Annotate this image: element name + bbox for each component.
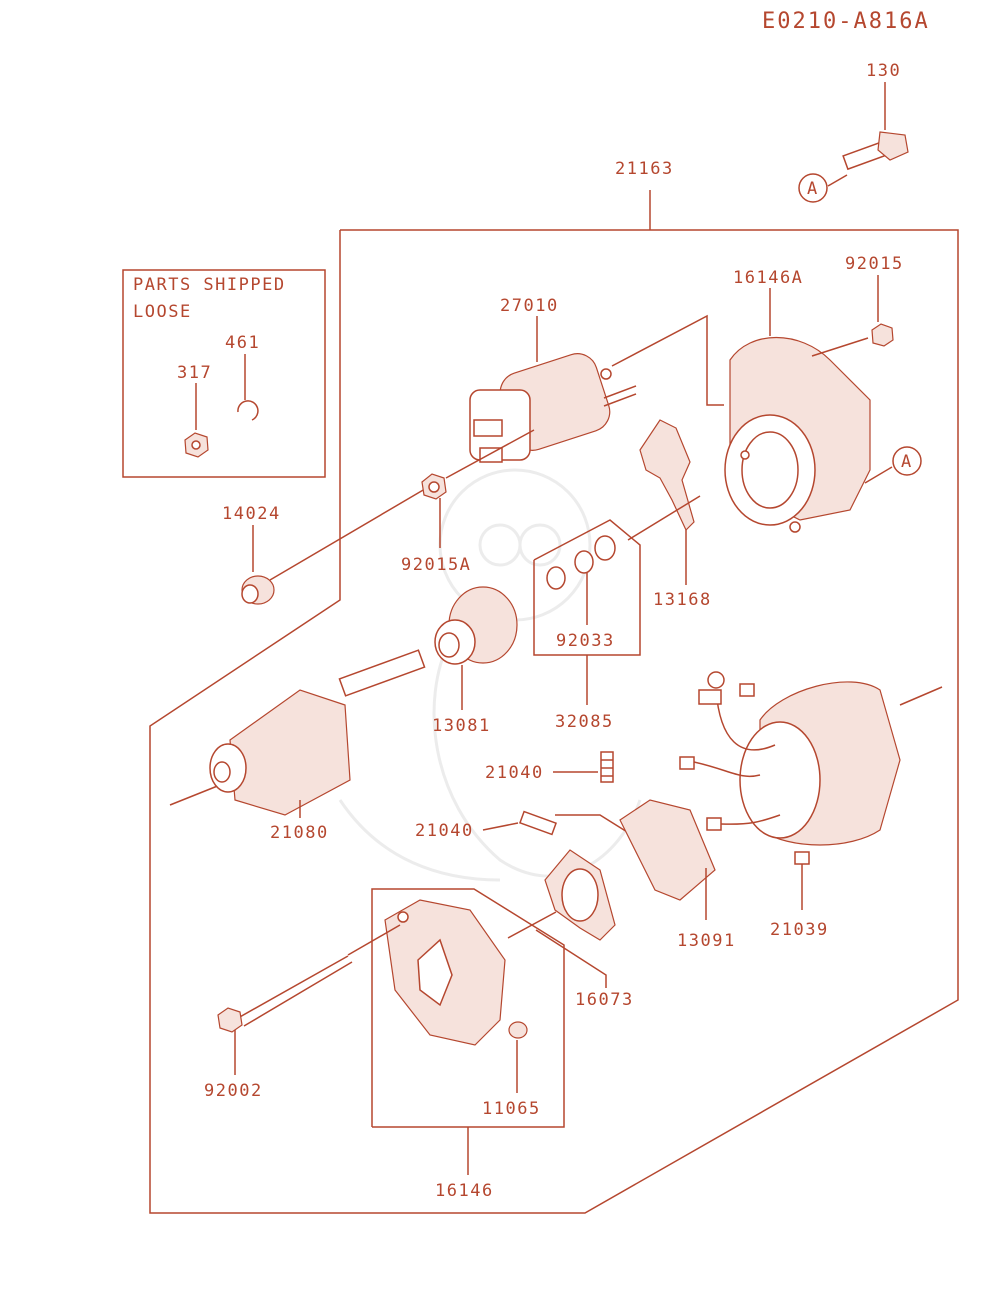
bracket-32085: [533, 519, 641, 705]
nut-92015A: [421, 473, 447, 548]
loose-box-line2: LOOSE: [133, 302, 192, 322]
spring-21040-upper: [553, 751, 614, 783]
label-13168: 13168: [653, 590, 712, 610]
label-32085: 32085: [555, 712, 614, 732]
label-14024: 14024: [222, 504, 281, 524]
loose-box-line1: PARTS SHIPPED: [133, 275, 286, 295]
yoke-21039: [679, 671, 943, 910]
label-21080: 21080: [270, 823, 329, 843]
diagram-code: E0210-A816A: [762, 9, 930, 34]
label-92015: 92015: [845, 254, 904, 274]
label-317: 317: [177, 363, 212, 383]
label-130: 130: [866, 61, 901, 81]
cap-14024: [241, 525, 275, 605]
pinion-13081: [434, 586, 518, 710]
armature-21080: [169, 649, 426, 818]
ref-marker-a-top: [798, 173, 828, 203]
label-92033: 92033: [556, 631, 615, 651]
bolt-130: A: [798, 82, 909, 203]
label-21040-lower: 21040: [415, 821, 474, 841]
front-housing-16146A: A: [724, 288, 922, 533]
solenoid-27010: [469, 314, 724, 463]
label-16146A: 16146A: [733, 268, 803, 288]
label-92002: 92002: [204, 1081, 263, 1101]
brush-plate-16073: [507, 849, 616, 988]
label-21040-upper: 21040: [485, 763, 544, 783]
through-bolt-92002: [217, 924, 401, 1075]
label-92015A: 92015A: [401, 555, 471, 575]
nut-92015: [871, 275, 894, 347]
lock-washer-461: [237, 400, 259, 421]
label-21039: 21039: [770, 920, 829, 940]
label-13081: 13081: [432, 716, 491, 736]
svg-text:A: A: [901, 452, 913, 472]
parts-shipped-loose-box: PARTS SHIPPED LOOSE: [122, 269, 326, 478]
label-13091: 13091: [677, 931, 736, 951]
ref-marker-a-right: [892, 446, 922, 476]
part-labels: 130 21163 16146A 92015 27010 461 317 140…: [177, 61, 904, 1201]
label-21163: 21163: [615, 159, 674, 179]
svg-text:A: A: [807, 179, 819, 199]
label-16146: 16146: [435, 1181, 494, 1201]
label-461: 461: [225, 333, 260, 353]
brush-holder-13091: [555, 799, 716, 920]
assembly-bracket: [149, 190, 959, 1214]
spring-21040-lower: [482, 810, 557, 836]
lever-13168: [627, 419, 701, 585]
label-16073: 16073: [575, 990, 634, 1010]
screw-11065: [508, 1021, 528, 1093]
washer-set: [546, 535, 616, 625]
rear-housing-16146: [371, 888, 565, 1175]
label-11065: 11065: [482, 1099, 541, 1119]
label-27010: 27010: [500, 296, 559, 316]
